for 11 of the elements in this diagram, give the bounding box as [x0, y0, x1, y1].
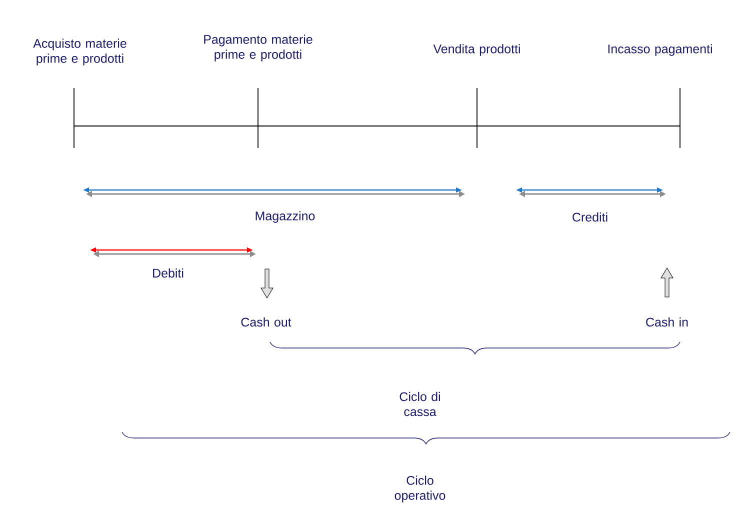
- cash-flow-label: Cash in: [646, 317, 688, 327]
- event-label: Vendita prodotti: [433, 44, 520, 56]
- event-label: Acquisto materie prime e prodotti: [33, 38, 126, 66]
- cycle-label: Ciclo di cassa: [400, 392, 440, 416]
- cycle-label: Ciclo operativo: [394, 476, 446, 502]
- cash-flow-label: Cash out: [241, 317, 292, 327]
- event-label: Incasso pagamenti: [608, 44, 712, 56]
- period-label: Magazzino: [256, 211, 315, 223]
- period-label: Debiti: [153, 268, 184, 278]
- event-label: Pagamento materie prime e prodotti: [204, 34, 312, 62]
- period-label: Crediti: [572, 212, 608, 222]
